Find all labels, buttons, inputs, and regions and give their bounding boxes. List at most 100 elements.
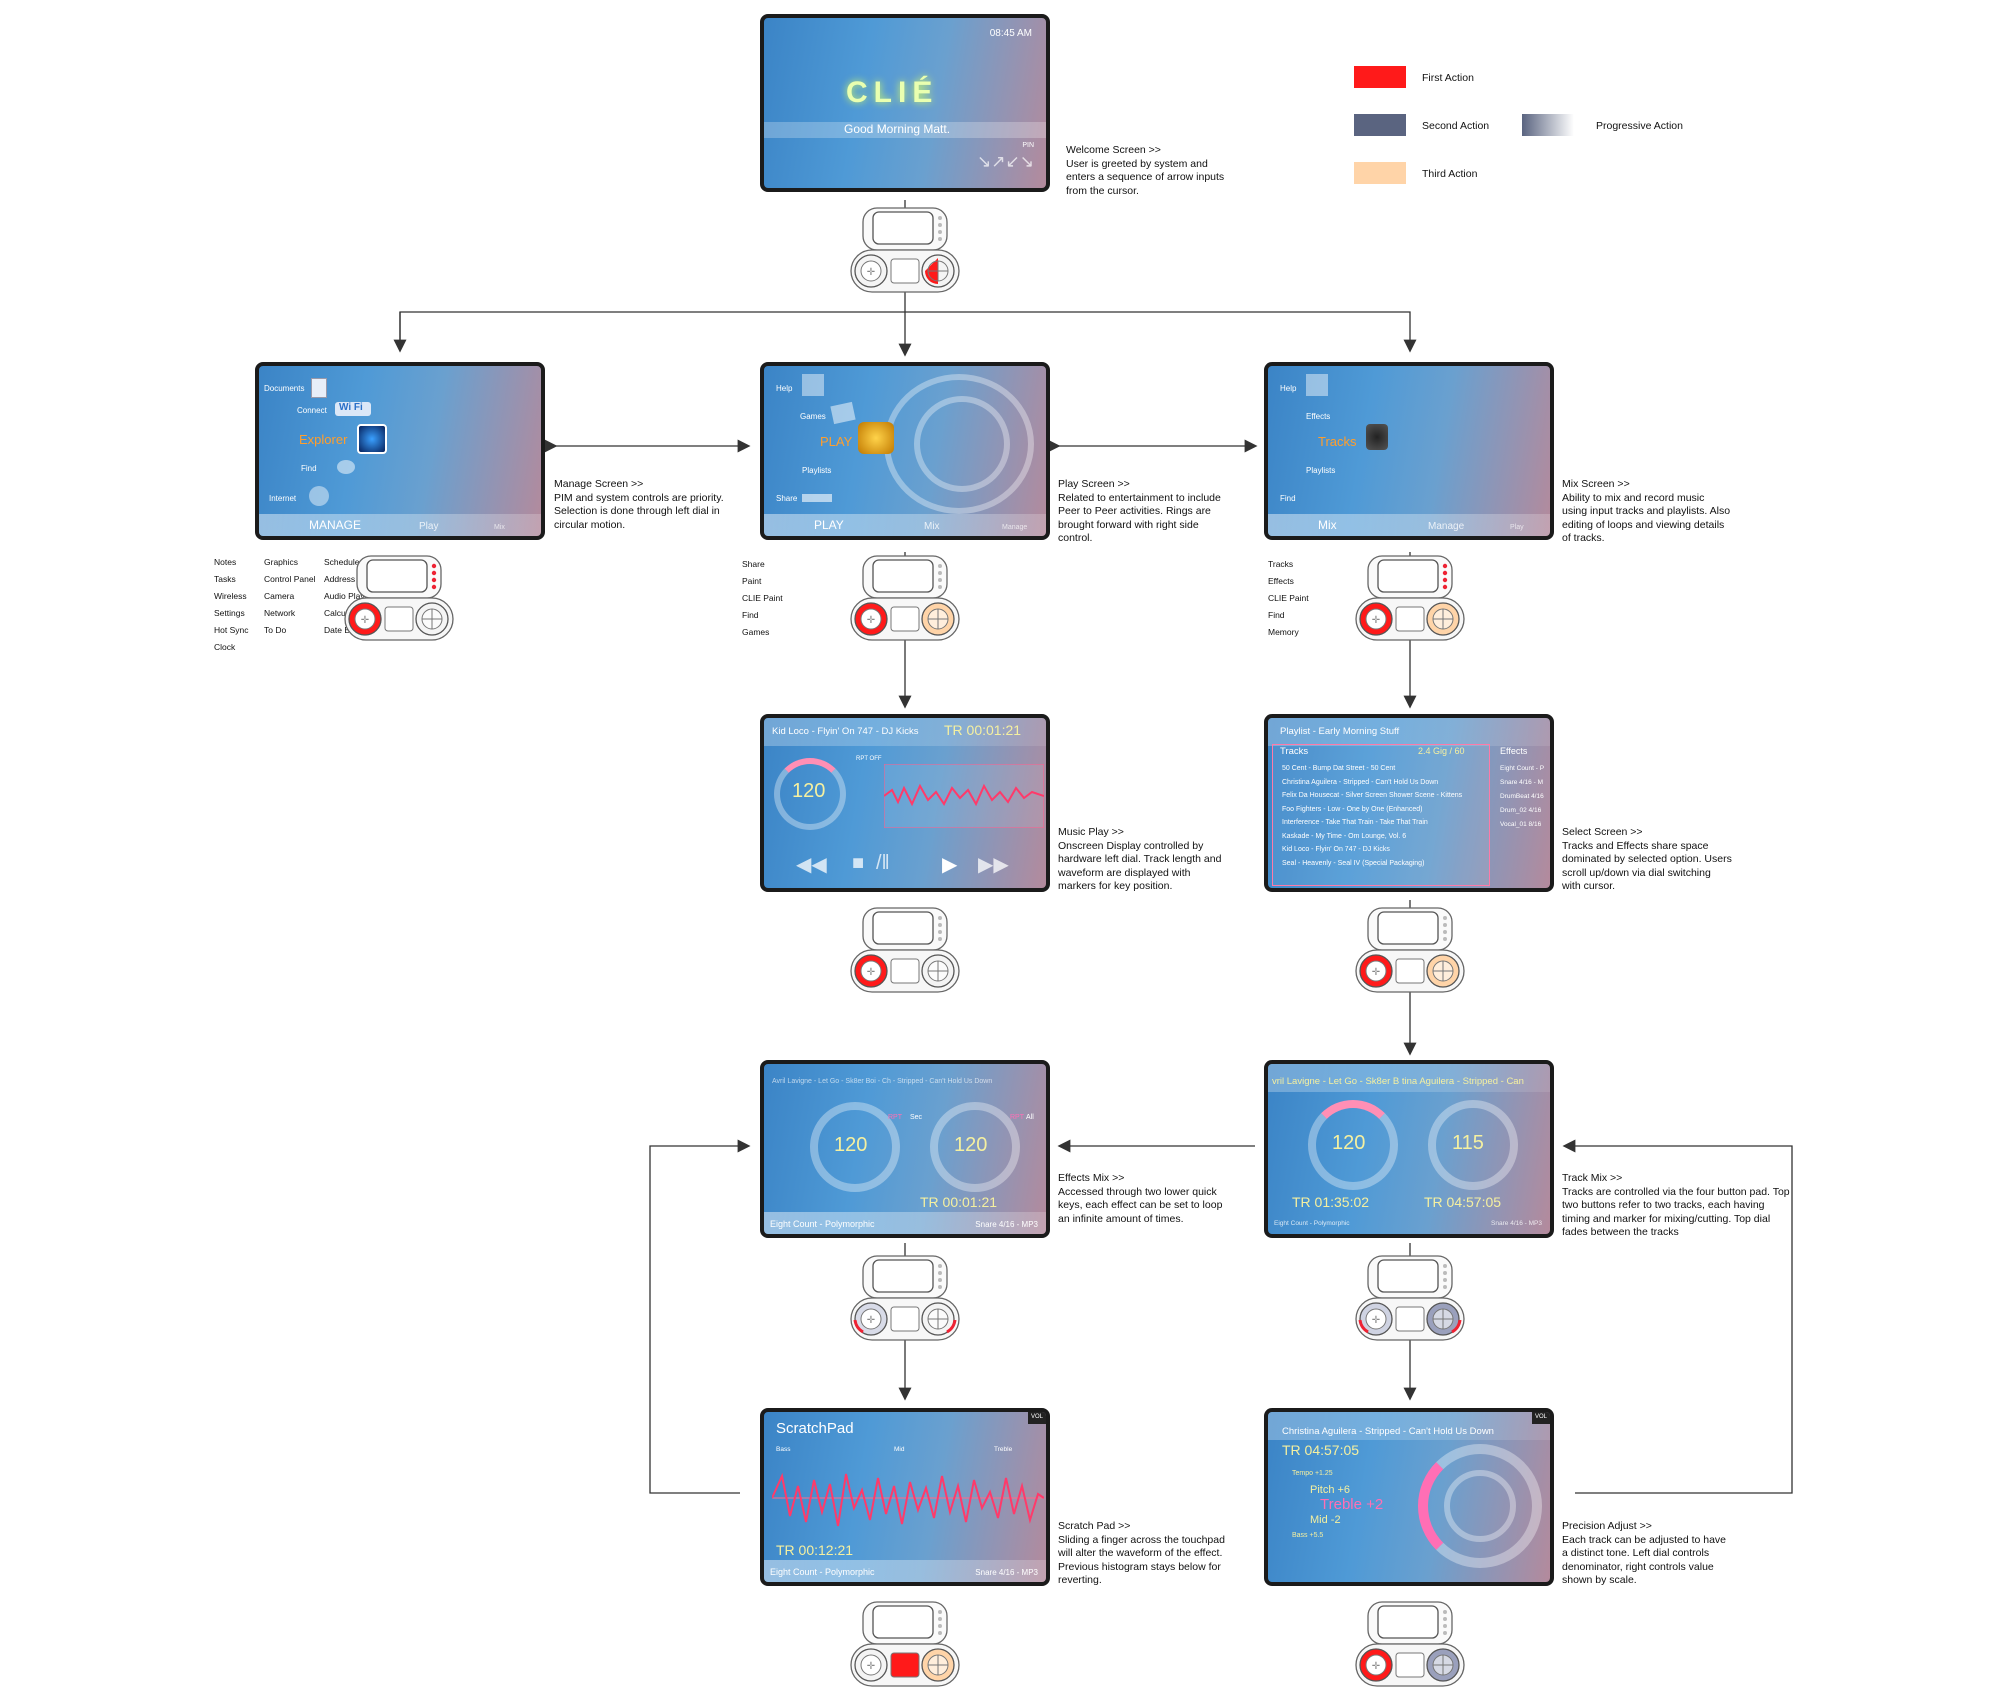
track-row[interactable]: Kid Loco - Flyin' On 747 - DJ Kicks xyxy=(1282,846,1390,853)
effects-mix-description: Effects Mix >> Accessed through two lowe… xyxy=(1058,1172,1223,1225)
welcome-screen: 08:45 AM CLIÉ Good Morning Matt. PIN ↘↗↙… xyxy=(760,14,1050,192)
mix-screen: Help Effects Tracks Playlists Find Mix M… xyxy=(1264,362,1554,540)
music-track-time: TR 00:01:21 xyxy=(944,722,1022,738)
track-time-right: TR 04:57:05 xyxy=(1424,1194,1502,1210)
manage-list-col1: Notes Tasks Wireless Settings Hot Sync C… xyxy=(214,554,249,656)
touchpad xyxy=(890,1652,920,1678)
play-tab-manage[interactable]: Manage xyxy=(1002,524,1028,531)
fast-forward-icon[interactable]: ▶▶ xyxy=(978,854,1009,876)
scratch-bass: Bass xyxy=(776,1446,791,1453)
scratch-pad-device: ✛ xyxy=(850,1601,960,1687)
track-row[interactable]: Seal - Heavenly - Seal IV (Special Packa… xyxy=(1282,859,1425,867)
list-item: Settings xyxy=(214,608,245,618)
effects-bpm-left: 120 xyxy=(834,1134,868,1156)
effect-row[interactable]: Drum_02 4/16 xyxy=(1500,807,1542,814)
stop-icon[interactable]: ■ xyxy=(852,852,865,874)
rewind-icon[interactable]: ◀◀ xyxy=(796,854,827,876)
touchpad xyxy=(890,258,920,284)
list-item: Date Book xyxy=(324,625,364,635)
play-tab-mix[interactable]: Mix xyxy=(924,521,940,532)
svg-text:✛: ✛ xyxy=(1372,1661,1380,1672)
list-item: Paint xyxy=(742,576,762,586)
select-description: Select Screen >> Tracks and Effects shar… xyxy=(1562,826,1732,892)
legend-second-label: Second Action xyxy=(1422,120,1490,132)
effect-row[interactable]: Vocal_01 8/16 xyxy=(1500,821,1542,828)
device-screen xyxy=(1377,911,1439,945)
help-book-icon xyxy=(1306,374,1328,396)
games-cube-icon xyxy=(830,401,856,425)
effect-row[interactable]: DrumBeat 4/16 xyxy=(1500,793,1544,800)
device-screen xyxy=(872,211,934,245)
track-row[interactable]: Felix Da Housecat - Silver Screen Shower… xyxy=(1282,792,1463,799)
precision-adjust-screen: Christina Aguilera - Stripped - Can't Ho… xyxy=(1264,1408,1554,1586)
svg-text:✛: ✛ xyxy=(867,615,875,626)
track-ring-left xyxy=(1308,1100,1398,1190)
manage-tab-play[interactable]: Play xyxy=(419,521,439,532)
manage-tab-manage[interactable]: MANAGE xyxy=(309,518,362,532)
list-item: Graphics xyxy=(264,557,299,567)
touchpad xyxy=(1395,1652,1425,1678)
legend-second-swatch xyxy=(1354,114,1406,136)
track-row[interactable]: Foo Fighters - Low - One by One (Enhance… xyxy=(1282,805,1423,813)
music-waveform xyxy=(884,764,1044,828)
list-item: Memory xyxy=(1268,627,1299,637)
device-screen xyxy=(366,559,428,593)
track-bpm-right: 115 xyxy=(1452,1132,1484,1154)
device-screen xyxy=(872,1259,934,1293)
effects-bottom-band xyxy=(764,1212,1046,1234)
pause-icon[interactable]: /‖ xyxy=(876,852,890,874)
play-icon[interactable]: ▶ xyxy=(942,854,958,876)
manage-list-col2: Graphics Control Panel Camera Network To… xyxy=(264,554,316,639)
list-item: Audio Player xyxy=(324,591,373,601)
scratch-treble: Treble xyxy=(994,1446,1013,1453)
mix-find: Find xyxy=(1280,494,1296,503)
manage-connect: Connect xyxy=(297,406,327,415)
track-mix-description: Track Mix >> Tracks are controlled via t… xyxy=(1562,1172,1790,1238)
manage-tab-mix[interactable]: Mix xyxy=(494,524,505,531)
music-note-icon xyxy=(1366,424,1388,450)
play-help: Help xyxy=(776,384,793,393)
effects-ring-left xyxy=(810,1102,900,1192)
scratch-vol-badge xyxy=(1028,1412,1046,1424)
select-track-list: 50 Cent - Bump Dat Street - 50 Cent Chri… xyxy=(1282,762,1462,870)
track-row[interactable]: 50 Cent - Bump Dat Street - 50 Cent xyxy=(1282,765,1396,772)
select-storage-size: 2.4 Gig / 60 xyxy=(1418,746,1465,756)
select-effects-label: Effects xyxy=(1500,746,1528,756)
manage-device: ✛ xyxy=(344,555,454,641)
list-item: Clock xyxy=(214,642,236,652)
manage-description: Manage Screen >> PIM and system controls… xyxy=(554,478,724,531)
scratch-title: ScratchPad xyxy=(776,1420,854,1437)
track-bpm-left: 120 xyxy=(1332,1132,1366,1154)
music-play-device: ✛ xyxy=(850,907,960,993)
magnifier-icon xyxy=(337,460,355,474)
play-device: ✛ xyxy=(850,555,960,641)
precision-track-time: TR 04:57:05 xyxy=(1282,1442,1360,1458)
track-row[interactable]: Christina Aguilera - Stripped - Can't Ho… xyxy=(1282,778,1439,786)
document-icon xyxy=(311,378,327,398)
device-screen xyxy=(1377,1259,1439,1293)
svg-text:✛: ✛ xyxy=(1372,1315,1380,1326)
track-row[interactable]: Kaskade - My Time - Om Lounge, Vol. 6 xyxy=(1282,832,1407,840)
effect-row[interactable]: Snare 4/16 - M xyxy=(1500,779,1543,786)
list-item: CLIE Paint xyxy=(742,593,783,603)
track-ring-right xyxy=(1428,1100,1518,1190)
play-tab-band xyxy=(764,514,1046,536)
mix-tab-play[interactable]: Play xyxy=(1510,524,1524,531)
track-row[interactable]: Interference - Take That Train - Take Th… xyxy=(1282,819,1428,826)
list-item: Control Panel xyxy=(264,574,316,584)
svg-text:✛: ✛ xyxy=(867,1315,875,1326)
effects-rpt-left: RPT xyxy=(888,1114,902,1121)
scratch-pad-description: Scratch Pad >> Sliding a finger across t… xyxy=(1058,1520,1225,1586)
manage-documents: Documents xyxy=(264,384,305,393)
list-item: CLIE Paint xyxy=(1268,593,1309,603)
precision-adjust-description: Precision Adjust >> Each track can be ad… xyxy=(1562,1520,1727,1586)
play-tab-play[interactable]: PLAY xyxy=(814,518,844,532)
mix-tab-manage[interactable]: Manage xyxy=(1428,521,1465,532)
effect-row[interactable]: Eight Count - P xyxy=(1500,765,1545,772)
manage-explorer: Explorer xyxy=(299,432,348,447)
svg-text:✛: ✛ xyxy=(867,1661,875,1672)
mix-tab-mix[interactable]: Mix xyxy=(1318,518,1337,532)
wifi-icon xyxy=(335,402,371,416)
scratch-bottom-right: Snare 4/16 - MP3 xyxy=(975,1568,1038,1577)
list-item: Find xyxy=(742,610,759,620)
